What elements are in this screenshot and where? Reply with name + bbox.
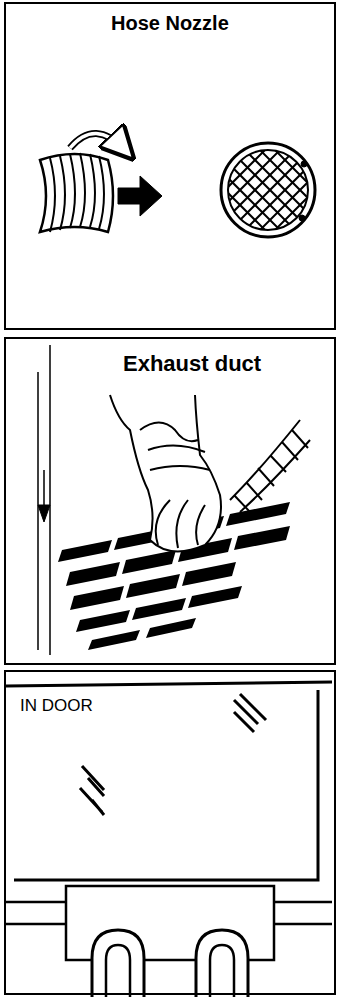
- panel-label: IN DOOR: [20, 696, 93, 716]
- panel-label: Exhaust duct: [123, 351, 261, 377]
- panel-box: Hose Nozzle: [4, 2, 336, 330]
- window-drawing: [6, 682, 332, 997]
- nozzle-drawing: [40, 120, 335, 255]
- duct-drawing: [38, 345, 310, 655]
- panel-box: IN DOOR: [4, 670, 336, 995]
- panel-box: Exhaust duct: [4, 337, 336, 665]
- panel-label: Hose Nozzle: [111, 12, 229, 35]
